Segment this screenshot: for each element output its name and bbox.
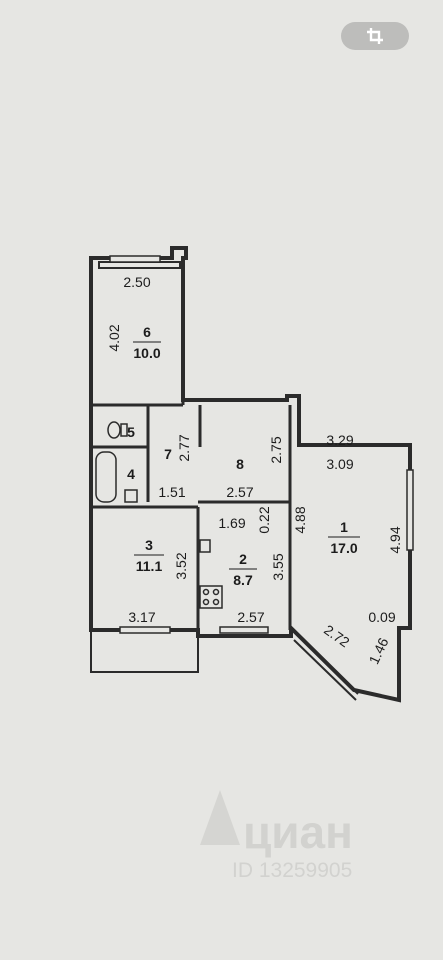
exterior-walls: [89, 246, 412, 703]
sink: [124, 489, 138, 503]
watermark-brand: циан: [243, 806, 353, 858]
room-3-label: 3 11.1: [134, 537, 164, 574]
crop-button[interactable]: [341, 22, 409, 50]
watermark: циан ID 13259905: [200, 790, 353, 882]
toilet: [107, 421, 128, 439]
room-8-number: 8: [236, 456, 244, 472]
dim-r1-right: 4.94: [387, 526, 403, 553]
dim-r2-top: 1.69: [218, 515, 245, 531]
dim-r6-length: 4.02: [106, 324, 122, 351]
room-1-number: 1: [340, 519, 348, 535]
dim-r3-bottom: 3.17: [128, 609, 155, 625]
room-7-number: 7: [164, 446, 172, 462]
room-1-area: 17.0: [330, 540, 357, 556]
dim-bay-diagonal: 2.72: [321, 622, 353, 651]
room-1-label: 1 17.0: [328, 519, 360, 556]
interior-walls: [89, 258, 292, 630]
bathtub: [95, 451, 117, 503]
dim-r2-small: 0.22: [256, 506, 272, 533]
room-2-number: 2: [239, 551, 247, 567]
windows: [109, 255, 414, 634]
watermark-id: ID 13259905: [232, 859, 352, 882]
room-5-number: 5: [127, 424, 135, 440]
kitchen-sink: [199, 539, 211, 553]
cian-logo-icon: [200, 790, 240, 845]
dim-bay-side: 1.46: [365, 635, 391, 667]
room-3-number: 3: [145, 537, 153, 553]
room-2-label: 2 8.7: [229, 551, 257, 588]
room-6-area: 10.0: [133, 345, 160, 361]
dim-r8-width: 2.57: [226, 484, 253, 500]
dim-r8-length: 2.75: [268, 436, 284, 463]
dim-r1-top-inner: 3.09: [326, 456, 353, 472]
dim-r2-bottom: 2.57: [237, 609, 264, 625]
dim-r7-width: 1.51: [158, 484, 185, 500]
room-3-area: 11.1: [136, 558, 163, 574]
dim-r7-length: 2.77: [176, 434, 192, 461]
dimension-labels: 2.50 4.02 2.77 1.51 2.75 2.57 3.29 3.09 …: [106, 274, 403, 667]
dim-r2-right: 3.55: [270, 553, 286, 580]
stove: [199, 585, 223, 609]
dim-r3-right: 3.52: [173, 552, 189, 579]
crop-icon: [367, 28, 383, 44]
room-6-number: 6: [143, 324, 151, 340]
room-6-label: 6 10.0: [133, 324, 161, 361]
room-4-number: 4: [127, 466, 135, 482]
room-2-area: 8.7: [233, 572, 253, 588]
dim-r1-left: 4.88: [292, 506, 308, 533]
dim-r1-small: 0.09: [368, 609, 395, 625]
dim-r1-top-outer: 3.29: [326, 432, 353, 448]
dim-r6-width: 2.50: [123, 274, 150, 290]
